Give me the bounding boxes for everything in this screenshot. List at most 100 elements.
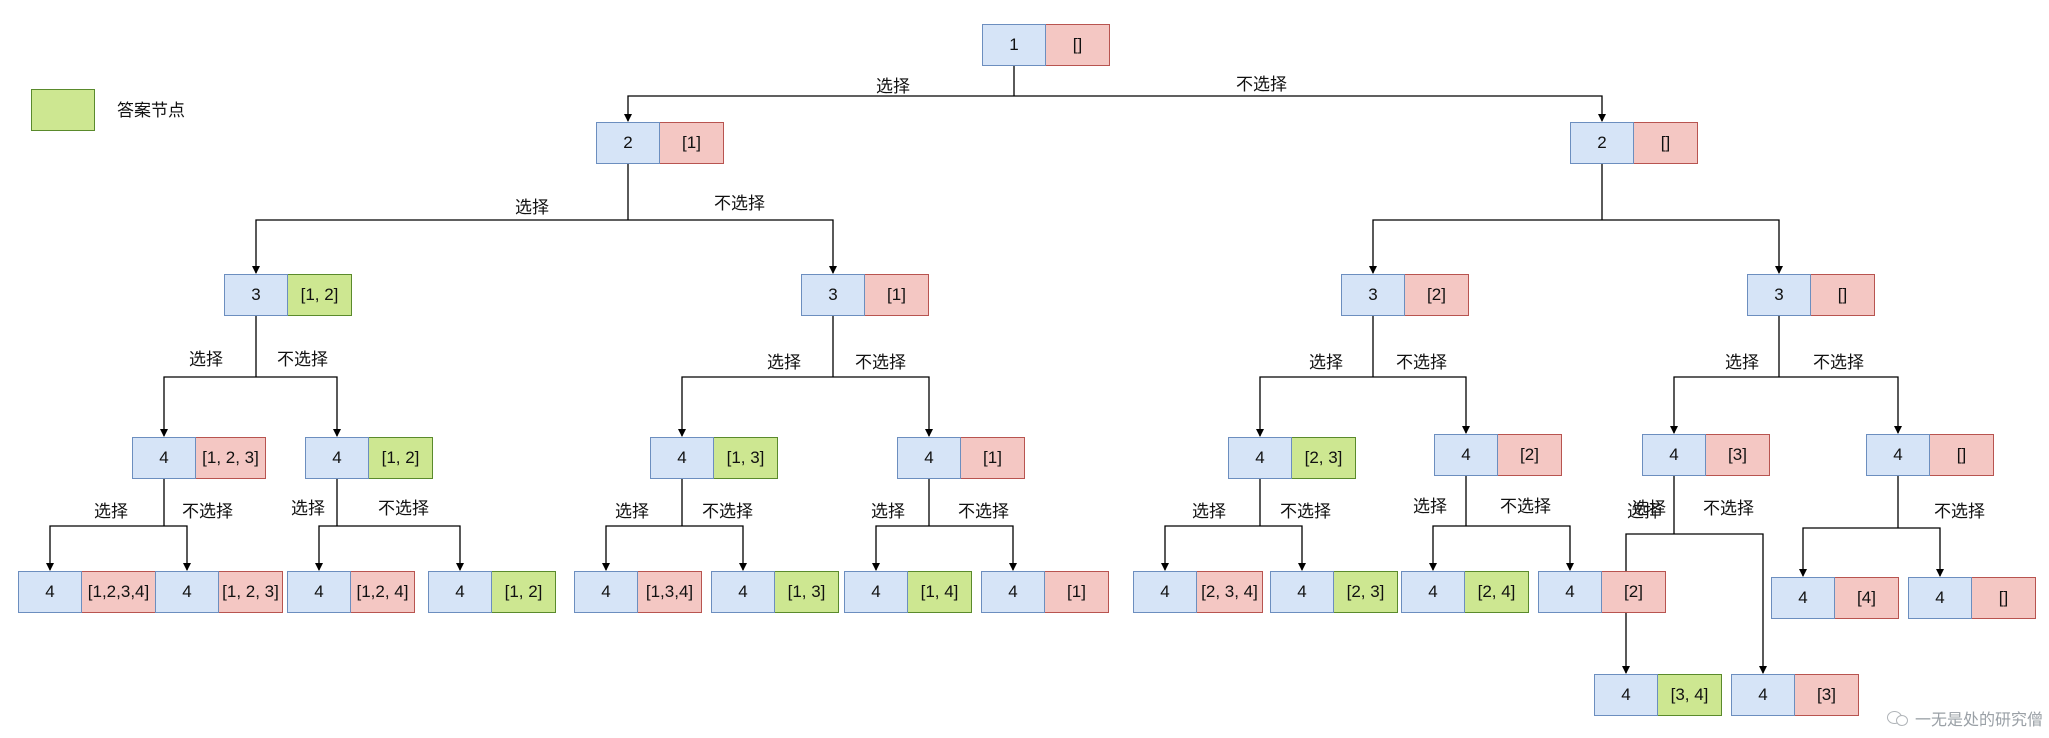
node-subset-cell: [] <box>1972 577 2036 619</box>
node-index-cell: 4 <box>574 571 638 613</box>
node-index-cell: 4 <box>650 437 714 479</box>
node-index-cell: 4 <box>1133 571 1197 613</box>
edge-label-select: 选择 <box>615 502 649 521</box>
edge-label-not-select: 不选择 <box>378 499 429 518</box>
tree-node: 4[2, 3] <box>1228 437 1356 479</box>
edge-arrow <box>1622 533 1674 674</box>
tree-node: 4[1, 3] <box>711 571 839 613</box>
tree-node: 4[2] <box>1434 434 1562 476</box>
edge-label-not-select: 不选择 <box>1703 499 1754 518</box>
node-subset-cell: [2] <box>1405 274 1469 316</box>
tree-node: 4[] <box>1908 577 2036 619</box>
edge-arrow <box>1674 533 1767 674</box>
tree-node: 4[1] <box>897 437 1025 479</box>
edge-label-select: 选择 <box>1413 497 1447 516</box>
node-index-cell: 4 <box>18 571 82 613</box>
node-index-cell: 4 <box>1731 674 1795 716</box>
edge-arrow <box>833 376 933 437</box>
node-subset-cell: [3] <box>1706 434 1770 476</box>
edge-arrow <box>1014 95 1606 122</box>
node-subset-cell: [1] <box>961 437 1025 479</box>
node-index-cell: 4 <box>1434 434 1498 476</box>
node-subset-cell-answer: [2, 3] <box>1334 571 1398 613</box>
tree-node: 4[2, 4] <box>1401 571 1529 613</box>
edge-label-not-select: 不选择 <box>1280 502 1331 521</box>
edge-arrow <box>602 525 682 571</box>
edge-arrow <box>1256 376 1373 437</box>
tree-node: 4[3, 4] <box>1594 674 1722 716</box>
edge-label-select: 选择 <box>189 350 223 369</box>
node-index-cell: 4 <box>287 571 351 613</box>
edge-arrow <box>1373 376 1470 434</box>
node-index-cell: 4 <box>1270 571 1334 613</box>
edge-label-not-select: 不选择 <box>1236 75 1287 94</box>
node-index-cell: 4 <box>1908 577 1972 619</box>
tree-node: 4[1, 2] <box>428 571 556 613</box>
node-subset-cell: [1] <box>660 122 724 164</box>
edge-arrow <box>1369 219 1602 274</box>
tree-node: 3[] <box>1747 274 1875 316</box>
tree-node: 4[1,2,3,4] <box>18 571 156 613</box>
tree-node: 4[1, 2, 3] <box>132 437 266 479</box>
edge-label-select: 选择 <box>1725 353 1759 372</box>
tree-node: 4[1] <box>981 571 1109 613</box>
node-subset-cell: [1, 2, 3] <box>196 437 266 479</box>
node-subset-cell: [4] <box>1835 577 1899 619</box>
node-subset-cell: [1,2,3,4] <box>82 571 156 613</box>
node-subset-cell: [1] <box>865 274 929 316</box>
tree-node: 4[] <box>1866 434 1994 476</box>
node-subset-cell: [] <box>1634 122 1698 164</box>
node-subset-cell: [] <box>1046 24 1110 66</box>
tree-node: 4[1, 2, 3] <box>155 571 283 613</box>
edge-arrow <box>164 525 191 571</box>
node-subset-cell: [1, 2, 3] <box>219 571 283 613</box>
tree-node: 4[2, 3] <box>1270 571 1398 613</box>
legend-answer-swatch <box>31 89 95 131</box>
node-index-cell: 2 <box>596 122 660 164</box>
edge-label-not-select: 不选择 <box>855 353 906 372</box>
node-index-cell: 4 <box>1594 674 1658 716</box>
node-subset-cell-answer: [2, 3] <box>1292 437 1356 479</box>
edge-arrow <box>872 525 929 571</box>
edge-label-not-select: 不选择 <box>1396 353 1447 372</box>
node-index-cell: 4 <box>1642 434 1706 476</box>
node-index-cell: 4 <box>1401 571 1465 613</box>
tree-node: 4[2] <box>1538 571 1666 613</box>
tree-node: 4[1,3,4] <box>574 571 702 613</box>
edge-arrow <box>252 219 628 274</box>
edge-arrow <box>1779 376 1902 434</box>
tree-node: 3[2] <box>1341 274 1469 316</box>
tree-node: 3[1] <box>801 274 929 316</box>
edge-label-not-select: 不选择 <box>714 194 765 213</box>
edge-arrow <box>1898 527 1944 577</box>
node-subset-cell: [2] <box>1602 571 1666 613</box>
edge-label-select: 选择 <box>94 502 128 521</box>
node-index-cell: 3 <box>1341 274 1405 316</box>
watermark-text: 一无是处的研究僧 <box>1914 712 2043 729</box>
edge-label-select: 选择 <box>291 499 325 518</box>
edge-label-select: 选择 <box>876 77 910 96</box>
node-index-cell: 4 <box>1538 571 1602 613</box>
node-subset-cell: [1] <box>1045 571 1109 613</box>
edge-arrow <box>1161 525 1260 571</box>
edge-label-select: 选择 <box>1309 353 1343 372</box>
node-index-cell: 4 <box>844 571 908 613</box>
edge-arrow <box>929 525 1017 571</box>
tree-node: 1[] <box>982 24 1110 66</box>
node-index-cell: 4 <box>1866 434 1930 476</box>
node-index-cell: 4 <box>1771 577 1835 619</box>
watermark: 一无是处的研究僧 <box>1886 706 2043 730</box>
edge-arrow <box>678 376 833 437</box>
edge-arrow <box>160 376 256 437</box>
node-subset-cell: [2] <box>1498 434 1562 476</box>
node-index-cell: 3 <box>801 274 865 316</box>
node-index-cell: 2 <box>1570 122 1634 164</box>
tree-node: 3[1, 2] <box>224 274 352 316</box>
node-subset-cell-answer: [2, 4] <box>1465 571 1529 613</box>
tree-node: 4[1,2, 4] <box>287 571 415 613</box>
edge-arrow <box>682 525 747 571</box>
edge-arrow <box>1602 219 1783 274</box>
node-subset-cell: [2, 3, 4] <box>1197 571 1263 613</box>
